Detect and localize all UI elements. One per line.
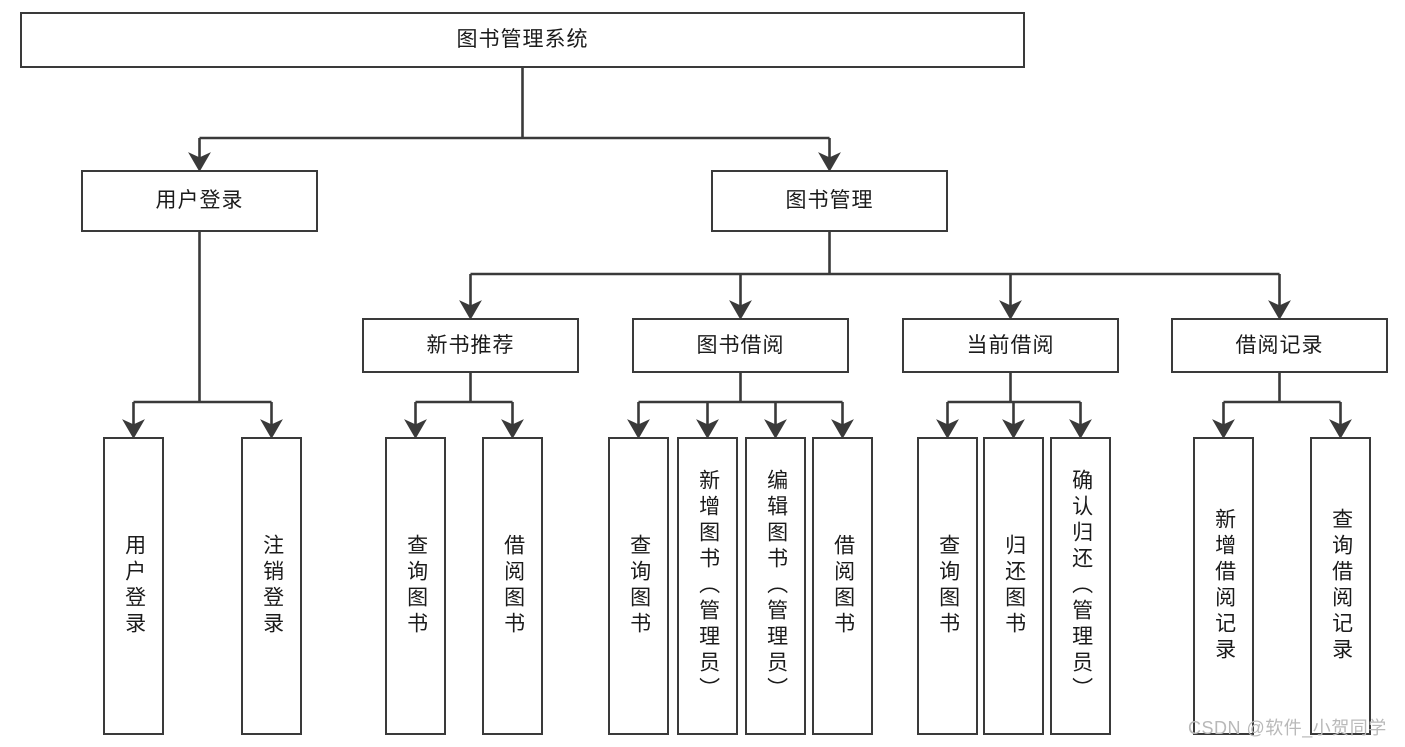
- node-current-borrow[interactable]: 当前借阅: [902, 318, 1119, 373]
- node-book-management-label: 图书管理: [785, 189, 874, 213]
- leaf-query-book-current-label: 查询图书: [936, 534, 960, 638]
- csdn-watermark: CSDN @软件_小贺同学: [1188, 718, 1387, 738]
- node-root-label: 图书管理系统: [456, 28, 589, 52]
- leaf-user-login[interactable]: 用户登录: [103, 437, 164, 735]
- node-new-book-recommend[interactable]: 新书推荐: [362, 318, 579, 373]
- node-borrow-record[interactable]: 借阅记录: [1171, 318, 1388, 373]
- leaf-query-book-recommend-label: 查询图书: [404, 534, 428, 638]
- leaf-edit-book-admin[interactable]: 编辑图书（管理员）: [745, 437, 806, 735]
- leaf-add-borrow-record[interactable]: 新增借阅记录: [1193, 437, 1254, 735]
- leaf-logout-label: 注销登录: [260, 534, 284, 638]
- leaf-borrow-book-recommend-label: 借阅图书: [501, 534, 525, 638]
- leaf-logout[interactable]: 注销登录: [241, 437, 302, 735]
- node-root[interactable]: 图书管理系统: [20, 12, 1025, 68]
- leaf-borrow-book-label: 借阅图书: [831, 534, 855, 638]
- leaf-query-book-borrow[interactable]: 查询图书: [608, 437, 669, 735]
- node-user-login[interactable]: 用户登录: [81, 170, 318, 232]
- leaf-user-login-label: 用户登录: [122, 534, 146, 638]
- leaf-query-book-borrow-label: 查询图书: [627, 534, 651, 638]
- leaf-add-book-admin[interactable]: 新增图书（管理员）: [677, 437, 738, 735]
- leaf-confirm-return-admin[interactable]: 确认归还（管理员）: [1050, 437, 1111, 735]
- leaf-borrow-book-recommend[interactable]: 借阅图书: [482, 437, 543, 735]
- leaf-add-borrow-record-label: 新增借阅记录: [1212, 508, 1236, 664]
- node-user-login-label: 用户登录: [155, 189, 244, 213]
- leaf-edit-book-admin-label: 编辑图书（管理员）: [764, 469, 788, 703]
- leaf-query-borrow-record-label: 查询借阅记录: [1329, 508, 1353, 664]
- leaf-return-book-label: 归还图书: [1002, 534, 1026, 638]
- leaf-query-borrow-record[interactable]: 查询借阅记录: [1310, 437, 1371, 735]
- node-book-borrow[interactable]: 图书借阅: [632, 318, 849, 373]
- leaf-borrow-book[interactable]: 借阅图书: [812, 437, 873, 735]
- leaf-query-book-current[interactable]: 查询图书: [917, 437, 978, 735]
- leaf-add-book-admin-label: 新增图书（管理员）: [696, 469, 720, 703]
- leaf-return-book[interactable]: 归还图书: [983, 437, 1044, 735]
- node-book-management[interactable]: 图书管理: [711, 170, 948, 232]
- node-borrow-record-label: 借阅记录: [1235, 333, 1324, 357]
- node-current-borrow-label: 当前借阅: [966, 333, 1055, 357]
- node-book-borrow-label: 图书借阅: [696, 333, 785, 357]
- leaf-query-book-recommend[interactable]: 查询图书: [385, 437, 446, 735]
- node-new-book-recommend-label: 新书推荐: [426, 333, 515, 357]
- leaf-confirm-return-admin-label: 确认归还（管理员）: [1069, 469, 1093, 703]
